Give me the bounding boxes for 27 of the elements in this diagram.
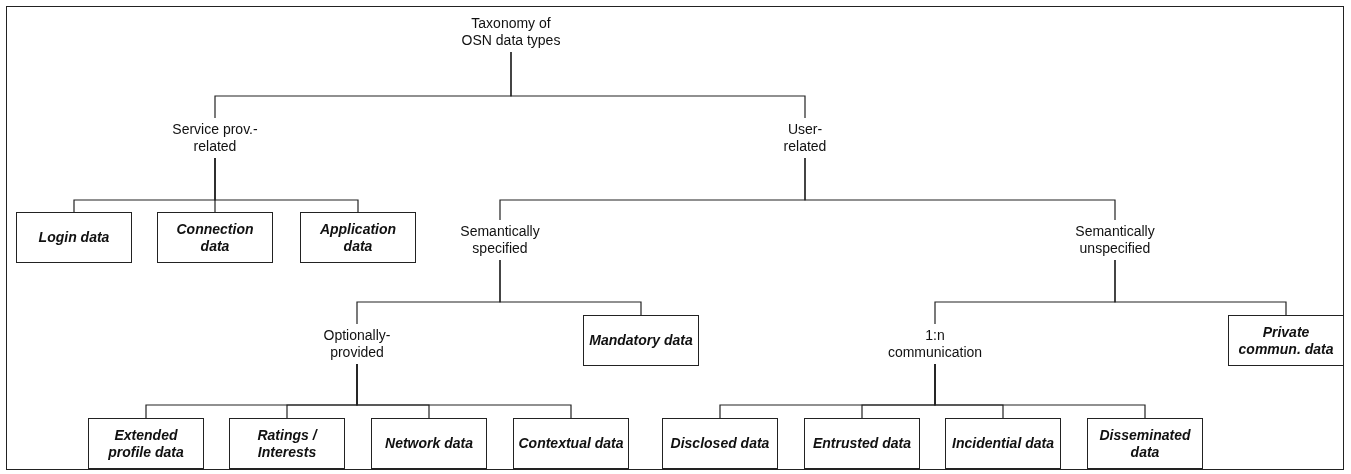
tree-connector bbox=[1114, 259, 1287, 316]
tree-connector bbox=[510, 51, 806, 119]
category-label: 1:n communication bbox=[875, 324, 995, 364]
category-label: Service prov.-related bbox=[160, 118, 270, 158]
tree-connector bbox=[499, 259, 642, 316]
tree-connector bbox=[934, 363, 1146, 419]
tree-connector bbox=[356, 363, 572, 419]
data-type-box: Connection data bbox=[157, 212, 273, 263]
data-type-box: Disclosed data bbox=[662, 418, 778, 469]
data-type-box: Mandatory data bbox=[583, 315, 699, 366]
category-label: User-related bbox=[775, 118, 835, 158]
data-type-box: Application data bbox=[300, 212, 416, 263]
data-type-box: Contextual data bbox=[513, 418, 629, 469]
tree-connector bbox=[804, 157, 1116, 221]
category-label: Semantically unspecified bbox=[1060, 220, 1170, 260]
data-type-box: Private commun. data bbox=[1228, 315, 1344, 366]
data-type-box: Disseminated data bbox=[1087, 418, 1203, 469]
data-type-box: Entrusted data bbox=[804, 418, 920, 469]
data-type-box: Network data bbox=[371, 418, 487, 469]
data-type-box: Extended profile data bbox=[88, 418, 204, 469]
data-type-box: Incidential data bbox=[945, 418, 1061, 469]
category-label: Taxonomy of OSN data types bbox=[451, 12, 571, 52]
category-label: Semantically specified bbox=[445, 220, 555, 260]
data-type-box: Ratings / Interests bbox=[229, 418, 345, 469]
data-type-box: Login data bbox=[16, 212, 132, 263]
category-label: Optionally-provided bbox=[304, 324, 410, 364]
tree-connector bbox=[214, 157, 359, 213]
